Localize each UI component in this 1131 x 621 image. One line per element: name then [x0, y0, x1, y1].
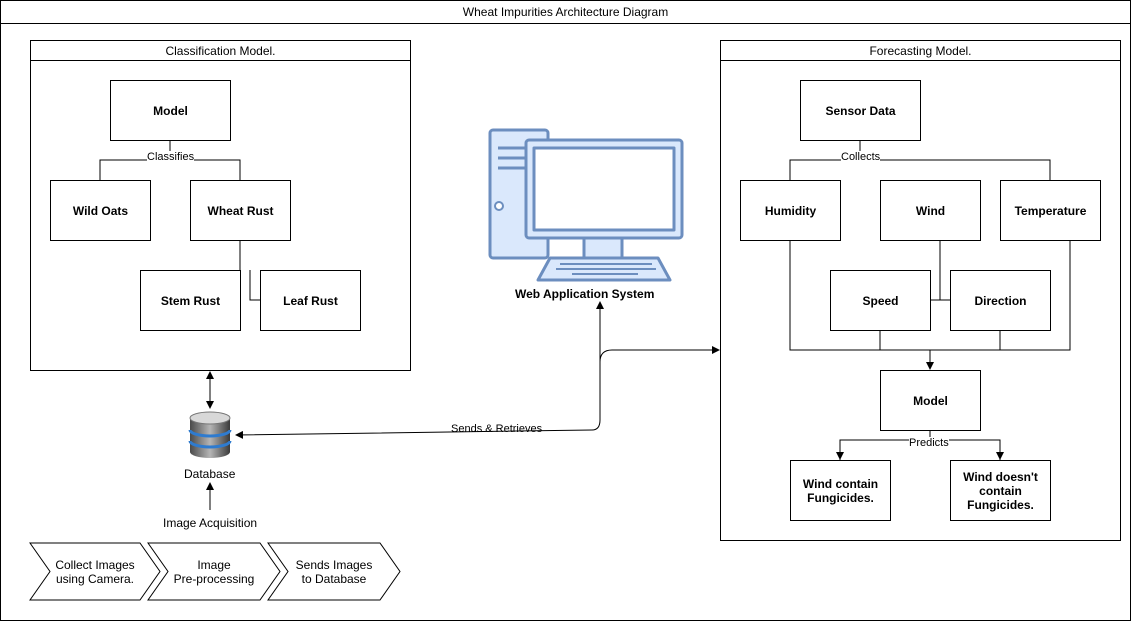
pipeline-step-1-line1: Collect Images [55, 557, 135, 572]
pipeline-step-3-shape [267, 542, 401, 601]
classification-model-title: Classification Model. [31, 41, 410, 61]
edge-db-web [235, 301, 604, 439]
wind-doesnt-contain-fungicides-node: Wind doesn't contain Fungicides. [950, 460, 1051, 521]
wind-node: Wind [880, 180, 981, 241]
wheat-rust-node: Wheat Rust [190, 180, 291, 241]
stem-rust-node: Stem Rust [140, 270, 241, 331]
humidity-node: Humidity [740, 180, 841, 241]
speed-node: Speed [830, 270, 931, 331]
wind-contain-line1: Wind contain [802, 476, 879, 491]
database-label: Database [184, 467, 236, 481]
pipeline-step-2: Image Pre-processing [166, 543, 262, 600]
classification-model-node: Model [110, 80, 231, 141]
edge-wind-children [930, 240, 950, 301]
diagram-title: Wheat Impurities Architecture Diagram [1, 1, 1130, 24]
desktop-computer-icon [488, 128, 684, 282]
wind-doesnt-line3: Fungicides. [967, 497, 1034, 512]
pipeline-step-1: Collect Images using Camera. [48, 543, 142, 600]
pipeline-step-3: Sends Images to Database [286, 543, 382, 600]
collects-label: Collects [841, 151, 881, 163]
wild-oats-node: Wild Oats [50, 180, 151, 241]
temperature-node: Temperature [1000, 180, 1101, 241]
forecasting-model-container [720, 40, 1121, 541]
pipeline-step-1-shape [29, 542, 161, 601]
image-acquisition-label: Image Acquisition [163, 516, 258, 530]
edge-web-forecast [599, 346, 720, 363]
wind-doesnt-line1: Wind doesn't [963, 469, 1038, 484]
predicts-label: Predicts [909, 437, 949, 449]
pipeline-step-2-line2: Pre-processing [173, 571, 255, 586]
wind-contain-line2: Fungicides. [807, 490, 874, 505]
pipeline-step-2-line1: Image [197, 557, 231, 572]
forecasting-model-node: Model [880, 370, 981, 431]
wind-doesnt-line2: contain [979, 483, 1022, 498]
classifies-label: Classifies [147, 151, 195, 163]
direction-node: Direction [950, 270, 1051, 331]
forecasting-model-title: Forecasting Model. [721, 41, 1120, 61]
pipeline-step-2-shape [147, 542, 281, 601]
sends-retrieves-label: Sends & Retrieves [451, 423, 543, 435]
pipeline-step-1-line2: using Camera. [55, 571, 135, 586]
web-application-label: Web Application System [515, 287, 655, 301]
sensor-data-node: Sensor Data [800, 80, 921, 141]
pipeline-step-3-line2: to Database [301, 571, 367, 586]
wind-contain-fungicides-node: Wind contain Fungicides. [790, 460, 891, 521]
leaf-rust-node: Leaf Rust [260, 270, 361, 331]
edge-speed-direction-down [879, 330, 1001, 350]
pipeline-step-3-line1: Sends Images [295, 557, 373, 572]
classification-model-container [30, 40, 411, 371]
database-icon [188, 411, 232, 458]
